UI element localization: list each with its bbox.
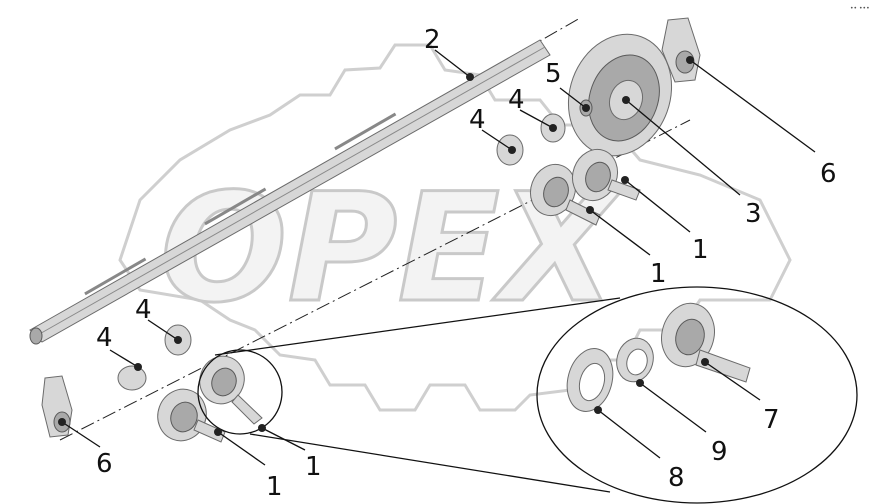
detail-magnifier	[197, 286, 858, 504]
callout-6-lower: 6	[96, 449, 113, 479]
detail-parts	[566, 302, 751, 412]
leader-lines	[61, 49, 816, 466]
bearing-housings-lower	[157, 355, 263, 443]
callout-7: 7	[763, 405, 780, 435]
callout-8: 8	[668, 463, 685, 493]
callout-4-upper-right: 4	[508, 85, 525, 115]
callout-1-upper-left: 1	[650, 259, 667, 289]
callout-1-lower-left: 1	[266, 472, 283, 502]
bracket-bottom-left	[41, 375, 73, 438]
callout-4-upper-left: 4	[469, 105, 486, 135]
corner-mark: •• •••	[850, 5, 870, 12]
callout-4-lower-right: 4	[135, 295, 152, 325]
callout-6-upper: 6	[820, 159, 837, 189]
shaft	[29, 39, 551, 345]
callout-1-upper-right: 1	[692, 235, 709, 265]
callout-3: 3	[745, 199, 762, 229]
callout-4-lower-left: 4	[96, 323, 113, 353]
callout-5: 5	[545, 59, 562, 89]
callout-2: 2	[424, 25, 441, 55]
callout-labels: 2 5 4 4 6 3 1 1 4 4 6 1 1 7 8 9	[96, 25, 837, 502]
leader-dots	[58, 56, 709, 436]
callout-1-lower-right: 1	[305, 452, 322, 482]
bearing-housings-upper	[529, 148, 641, 226]
callout-9: 9	[711, 437, 728, 467]
